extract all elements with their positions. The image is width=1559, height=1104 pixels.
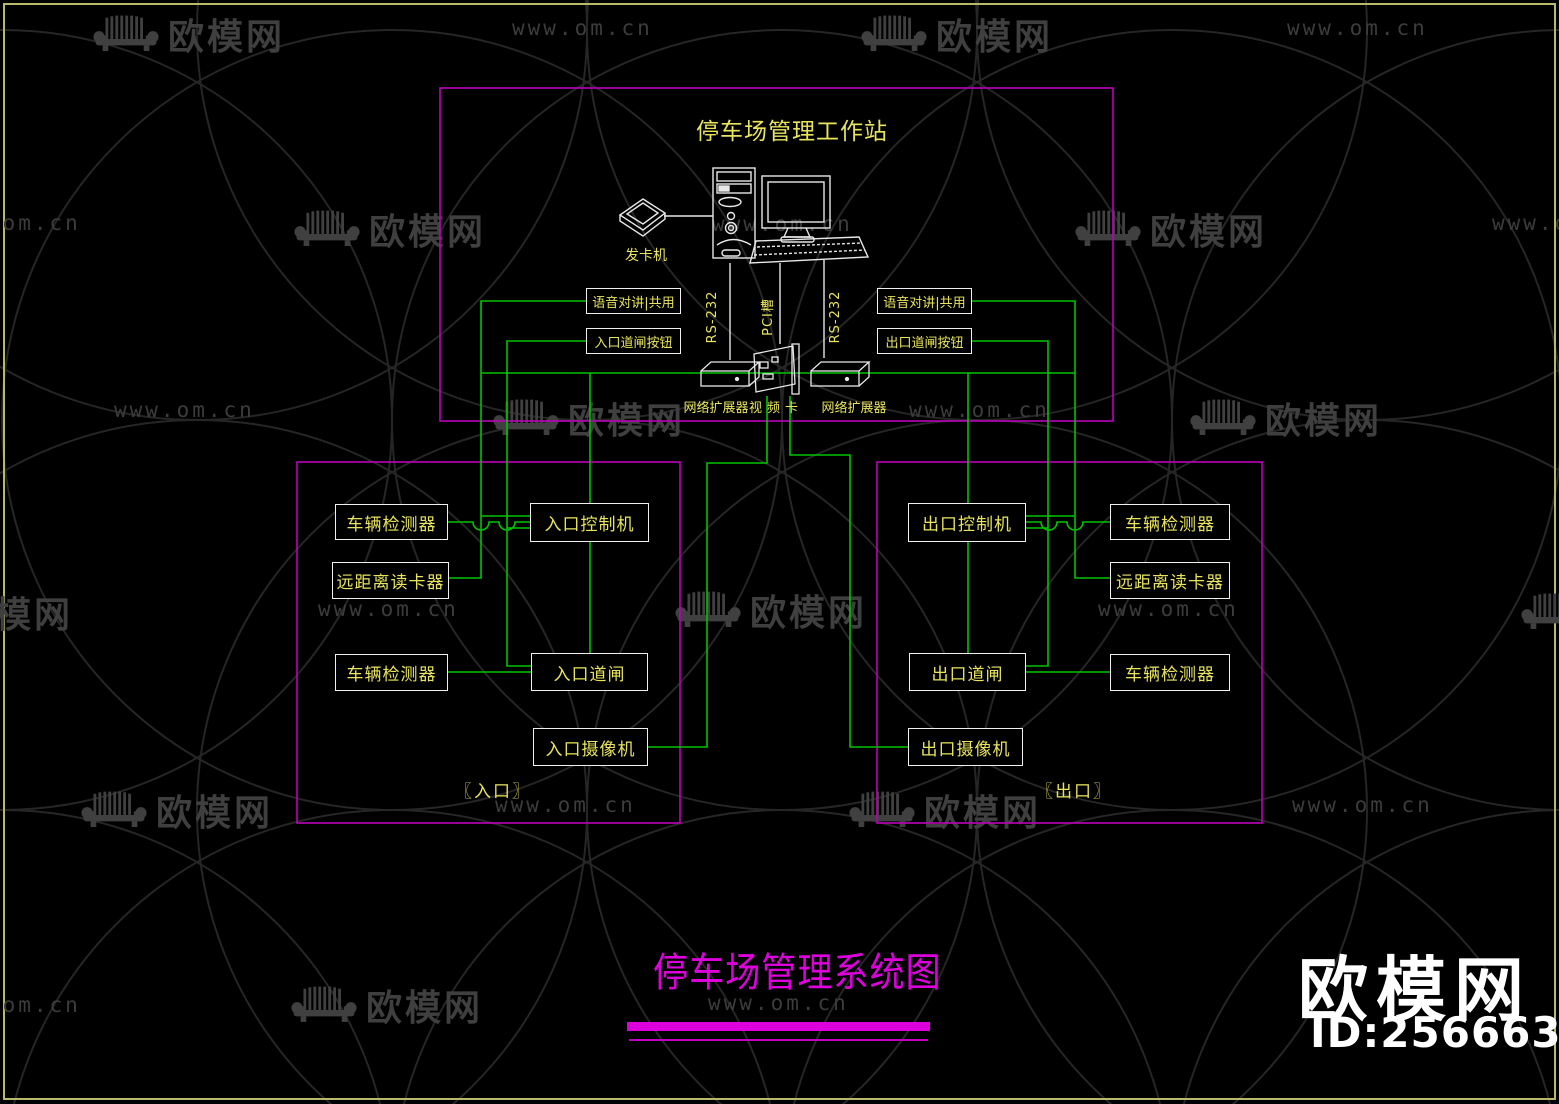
video-card-label: 视频卡 bbox=[748, 401, 803, 416]
model-id: ID:2566639 bbox=[1310, 1008, 1559, 1057]
watermark-sofa-logo: 欧模网 bbox=[80, 784, 273, 836]
sheet-border bbox=[3, 3, 1556, 1100]
watermark-sofa-logo: 欧模网 bbox=[848, 784, 1041, 836]
exit-frame bbox=[876, 461, 1263, 824]
exit-vehicle-detector-top: 车辆检测器 bbox=[1110, 504, 1230, 540]
card-dispenser-label: 发卡机 bbox=[625, 248, 667, 264]
watermark-site-text: 欧模网 bbox=[168, 17, 286, 58]
pc-monitor bbox=[761, 175, 831, 243]
watermark-sofa-logo: 欧模网 bbox=[674, 584, 867, 636]
watermark-url: www.om.cn bbox=[1287, 16, 1428, 40]
watermark-site-text: 欧模网 bbox=[369, 212, 487, 253]
watermark-sofa-logo: 欧模网 bbox=[0, 586, 73, 638]
wire-detector-controller-jump bbox=[448, 521, 530, 531]
watermark-site-text: 欧模网 bbox=[1150, 212, 1268, 253]
exit-controller: 出口控制机 bbox=[908, 503, 1026, 542]
network-extender-right-label: 网络扩展器 bbox=[821, 401, 887, 416]
watermark-sofa-logo: 欧模网 bbox=[1189, 392, 1382, 444]
exit-barrier-button-box: 出口道闸按钮 bbox=[877, 328, 972, 354]
network-extender-left-icon bbox=[700, 361, 761, 387]
entrance-vehicle-detector-top: 车辆检测器 bbox=[335, 504, 448, 540]
exit-camera: 出口摄像机 bbox=[908, 728, 1023, 766]
rs232-label-left: RS-232 bbox=[705, 290, 720, 344]
intercom-shared-box-right: 语音对讲|共用 bbox=[877, 288, 972, 314]
watermark-site-text: 欧模网 bbox=[366, 988, 484, 1029]
wire-intercom-to-reader-right bbox=[972, 300, 1110, 579]
watermark-site-text: 欧模网 bbox=[750, 593, 868, 634]
network-extender-right-icon bbox=[810, 361, 871, 387]
bus-devices bbox=[700, 343, 871, 395]
wire-videocard-to-entrance-camera bbox=[648, 396, 768, 748]
entrance-vehicle-detector-bottom: 车辆检测器 bbox=[335, 654, 448, 691]
watermark-site-text: 欧模网 bbox=[1265, 401, 1383, 442]
entrance-barrier-button-box: 入口道闸按钮 bbox=[586, 328, 681, 354]
wire-intercom-to-reader bbox=[449, 300, 586, 579]
watermark-url: www.om.cn bbox=[114, 398, 255, 422]
entrance-camera: 入口摄像机 bbox=[533, 728, 648, 766]
watermark-url: www.om.cn bbox=[0, 993, 81, 1017]
intercom-shared-box-left: 语音对讲|共用 bbox=[586, 288, 681, 314]
watermark-site-text: 欧模网 bbox=[0, 595, 74, 636]
workstation-frame bbox=[439, 87, 1114, 422]
watermark-sofa-logo: 欧模网 bbox=[293, 203, 486, 255]
watermark-url: www.om.cn bbox=[1492, 211, 1559, 235]
wire-button-to-barrier-right bbox=[972, 340, 1049, 667]
exit-barrier: 出口道闸 bbox=[909, 653, 1026, 691]
exit-long-range-reader: 远距离读卡器 bbox=[1110, 562, 1230, 599]
entrance-controller: 入口控制机 bbox=[530, 503, 649, 542]
rs232-label-right: RS-232 bbox=[828, 290, 843, 344]
workstation-title: 停车场管理工作站 bbox=[696, 119, 888, 145]
watermark-sofa-logo: 欧模网 bbox=[1074, 203, 1267, 255]
entrance-caption: 〖入口〗 bbox=[455, 782, 531, 802]
watermark-url: www.om.cn bbox=[512, 16, 653, 40]
entrance-frame bbox=[296, 461, 681, 824]
pci-slot-label: PCI槽 bbox=[761, 298, 776, 336]
site-logo: 欧模网 bbox=[1298, 949, 1532, 1031]
watermark-url: www.om.cn bbox=[0, 211, 81, 235]
diagram-title: 停车场管理系统图 bbox=[653, 950, 942, 996]
watermark-site-text: 欧模网 bbox=[156, 793, 274, 834]
exit-caption: 〖出口〗 bbox=[1036, 782, 1112, 802]
video-card-icon bbox=[753, 343, 800, 395]
workstation-computer bbox=[618, 167, 870, 360]
watermark-site-text: 欧模网 bbox=[924, 793, 1042, 834]
exit-vehicle-detector-bottom: 车辆检测器 bbox=[1110, 654, 1230, 691]
title-underline-thin bbox=[629, 1039, 928, 1041]
watermark-url: www.om.cn bbox=[1292, 793, 1433, 817]
title-underline-thick bbox=[627, 1022, 930, 1031]
card-dispenser bbox=[618, 198, 667, 237]
watermark-url: www.om.cn bbox=[1098, 597, 1239, 621]
watermark-sofa-logo: 欧模网 bbox=[860, 8, 1053, 60]
pc-keyboard bbox=[749, 236, 870, 264]
watermark-url: www.om.cn bbox=[318, 597, 459, 621]
network-extender-left-label: 网络扩展器 bbox=[683, 401, 749, 416]
wire-detector-controller-jump-right bbox=[1026, 521, 1110, 531]
watermark-sofa-logo: 欧模网 bbox=[290, 979, 483, 1031]
pc-tower bbox=[712, 167, 756, 259]
wire-videocard-to-exit-camera bbox=[789, 396, 908, 748]
wire-button-to-barrier bbox=[506, 340, 586, 667]
watermark-url: www.om.cn bbox=[495, 793, 636, 817]
signal-wires bbox=[448, 300, 1110, 748]
watermark-sofa-logo: 欧模网 bbox=[92, 8, 285, 60]
entrance-long-range-reader: 远距离读卡器 bbox=[332, 562, 449, 599]
watermark-site-text: 欧模网 bbox=[936, 17, 1054, 58]
watermark-url: www.om.cn bbox=[708, 991, 849, 1015]
watermark-url: www.om.cn bbox=[909, 398, 1050, 422]
entrance-barrier: 入口道闸 bbox=[531, 653, 648, 691]
